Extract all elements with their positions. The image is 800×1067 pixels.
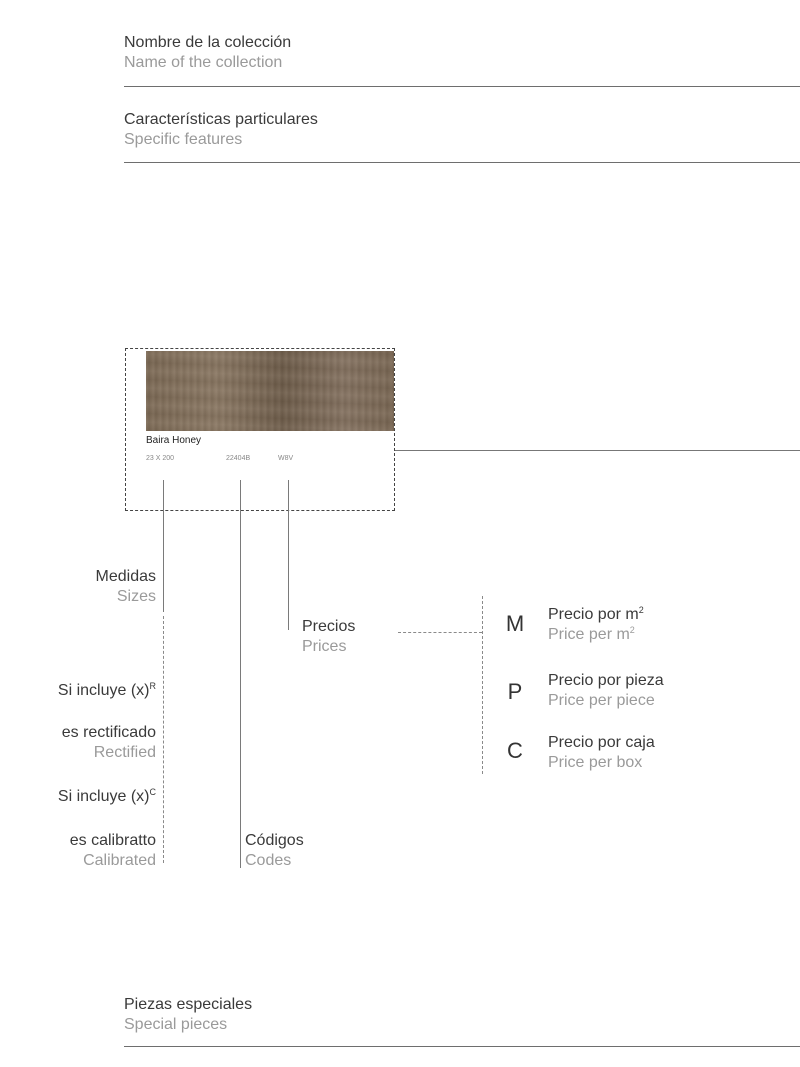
tile-size: 23 X 200 (146, 455, 175, 462)
prices-label: Precios (302, 618, 356, 635)
legend-c-label: Precio por caja (548, 734, 655, 751)
tile-name: Baira Honey (146, 435, 202, 446)
divider-special (124, 1046, 800, 1047)
calibrated-label: es calibratto (69, 832, 156, 849)
legend-p-label: Precio por pieza (548, 672, 664, 689)
legend-letter-c: C (507, 738, 523, 763)
divider-collection (124, 86, 800, 87)
rectified-label: es rectificado (61, 724, 156, 741)
calibrated-condition: Si incluye (x)C (57, 787, 156, 806)
features-label: Características particulares (124, 111, 318, 128)
calibrated-label-en: Calibrated (83, 852, 156, 869)
divider-features (124, 162, 800, 163)
prices-label-en: Prices (302, 638, 347, 655)
codes-label-en: Codes (245, 852, 292, 869)
special-pieces-label: Piezas especiales (124, 996, 253, 1013)
prices-dashed-bracket (482, 596, 483, 774)
collection-name-label: Nombre de la colección (124, 34, 292, 51)
sizes-label-en: Sizes (116, 588, 156, 605)
card-connector-line (395, 450, 800, 451)
legend-letter-m: M (505, 611, 525, 636)
tile-code: 22404B (226, 455, 251, 462)
legend-m-label-en: Price per m2 (548, 625, 635, 644)
sizes-label: Medidas (95, 568, 156, 585)
legend-p-label-en: Price per piece (548, 692, 655, 709)
codes-leader-line (240, 480, 241, 868)
prices-leader-line (288, 480, 289, 630)
legend-c-label-en: Price per box (548, 754, 643, 771)
prices-dashed-connector (398, 632, 482, 633)
rectified-label-en: Rectified (93, 744, 156, 761)
sizes-leader-line (163, 480, 164, 612)
sizes-dashed-line (163, 616, 164, 863)
tile-card: Baira Honey 23 X 200 22404B W8V (125, 348, 395, 511)
rectified-condition: Si incluye (x)R (57, 681, 156, 700)
collection-name-label-en: Name of the collection (124, 54, 283, 71)
legend-m-label: Precio por m2 (548, 605, 644, 624)
special-pieces-label-en: Special pieces (124, 1016, 228, 1033)
tile-image (146, 351, 394, 431)
tile-price: W8V (278, 455, 294, 462)
legend-letter-p: P (507, 679, 523, 704)
codes-label: Códigos (245, 832, 304, 849)
features-label-en: Specific features (124, 131, 243, 148)
